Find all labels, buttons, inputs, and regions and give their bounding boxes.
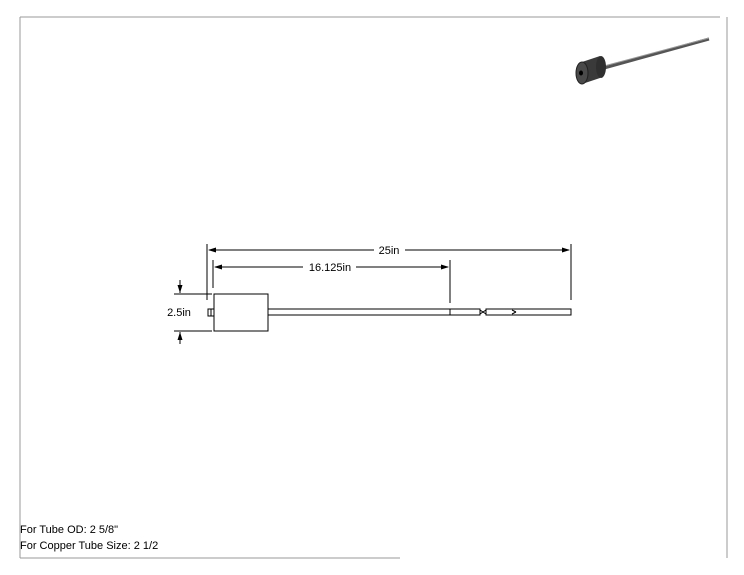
dimension-label-overall-length: 25in bbox=[379, 245, 400, 257]
isometric-part-preview-icon bbox=[575, 37, 710, 85]
dimension-rod-length bbox=[212, 260, 451, 303]
note-tube-od: For Tube OD: 2 5/8" bbox=[20, 524, 119, 536]
dimension-overall-length bbox=[206, 244, 572, 300]
dimension-body-diameter bbox=[174, 280, 212, 344]
cylinder-body bbox=[207, 293, 269, 332]
dimension-label-rod-length: 16.125in bbox=[309, 262, 351, 274]
dimension-label-body-diameter: 2.5in bbox=[167, 307, 191, 319]
sheet-border bbox=[19, 16, 728, 559]
drawing-notes: For Tube OD: 2 5/8" For Copper Tube Size… bbox=[20, 522, 158, 554]
rod bbox=[267, 308, 572, 316]
note-copper-tube-size: For Copper Tube Size: 2 1/2 bbox=[20, 540, 159, 552]
